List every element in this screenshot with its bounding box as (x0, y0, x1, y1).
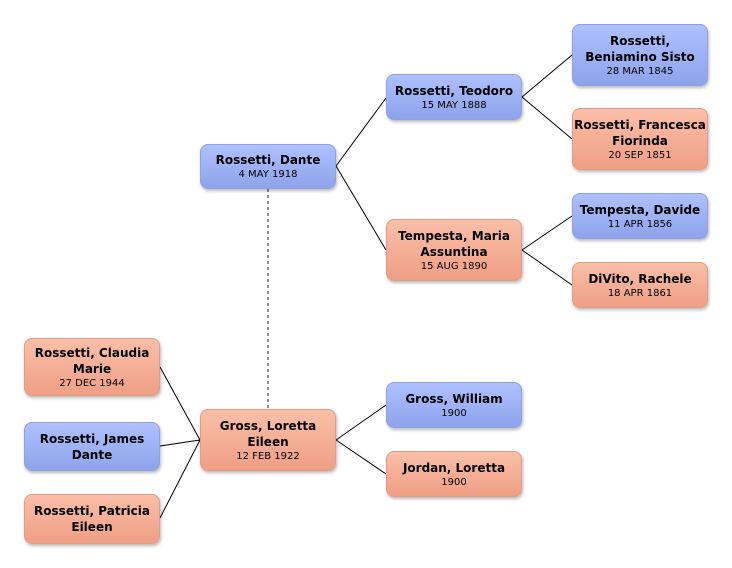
person-date: 1900 (441, 407, 467, 419)
person-name: Rossetti, James Dante (39, 431, 145, 462)
person-name: DiVito, Rachele (588, 271, 692, 286)
line-teodoro-beniamino (521, 54, 573, 98)
person-name: Tempesta, Davide (579, 202, 701, 217)
person-name: Gross, Loretta Eileen (219, 418, 317, 449)
person-william[interactable]: Gross, William 1900 (386, 382, 522, 428)
person-name: Rossetti, Teodoro (394, 83, 514, 98)
person-date: 4 MAY 1918 (238, 169, 298, 180)
person-francesca[interactable]: Rossetti, Francesca Fiorinda 20 SEP 1851 (572, 108, 708, 170)
person-date: 15 MAY 1888 (421, 99, 487, 111)
line-loretta-jordan (335, 439, 387, 475)
person-name: Rossetti, Patricia Eileen (34, 504, 150, 534)
person-rachele[interactable]: DiVito, Rachele 18 APR 1861 (572, 262, 708, 308)
person-loretta-jordan[interactable]: Jordan, Loretta 1900 (386, 451, 522, 497)
person-beniamino[interactable]: Rossetti, Beniamino Sisto 28 MAR 1845 (572, 24, 708, 86)
person-date: 27 DEC 1944 (59, 377, 125, 389)
person-name: Rossetti, Francesca Fiorinda (574, 117, 706, 148)
person-name: Rossetti, Dante (215, 153, 321, 167)
person-dante[interactable]: Rossetti, Dante 4 MAY 1918 (200, 144, 336, 189)
person-date: 12 FEB 1922 (236, 450, 300, 462)
person-date: 15 AUG 1890 (420, 260, 488, 272)
person-loretta-gross[interactable]: Gross, Loretta Eileen 12 FEB 1922 (200, 409, 336, 471)
person-patricia[interactable]: Rossetti, Patricia Eileen (24, 494, 160, 544)
line-james-loretta (159, 439, 201, 447)
line-patricia-loretta (159, 439, 201, 519)
line-maria-rachele (521, 249, 573, 286)
person-date: 28 MAR 1845 (606, 65, 674, 77)
person-james[interactable]: Rossetti, James Dante (24, 422, 160, 471)
person-name: Rossetti, Beniamino Sisto (585, 33, 695, 64)
person-name: Tempesta, Maria Assuntina (398, 228, 510, 259)
line-dante-maria (335, 165, 387, 251)
person-name: Jordan, Loretta (402, 460, 506, 475)
person-date: 11 APR 1856 (607, 218, 673, 230)
line-loretta-william (335, 404, 387, 441)
person-name: Rossetti, Claudia Marie (34, 345, 150, 376)
person-name: Gross, William (405, 391, 503, 406)
person-date: 18 APR 1861 (607, 287, 673, 299)
person-teodoro[interactable]: Rossetti, Teodoro 15 MAY 1888 (386, 74, 522, 120)
line-teodoro-francesca (521, 96, 573, 140)
person-maria[interactable]: Tempesta, Maria Assuntina 15 AUG 1890 (386, 219, 522, 281)
line-maria-davide (521, 215, 573, 251)
person-claudia[interactable]: Rossetti, Claudia Marie 27 DEC 1944 (24, 338, 160, 396)
person-davide[interactable]: Tempesta, Davide 11 APR 1856 (572, 193, 708, 239)
person-date: 1900 (441, 476, 467, 488)
line-claudia-loretta (159, 366, 201, 441)
line-dante-teodoro (335, 97, 387, 167)
person-date: 20 SEP 1851 (608, 149, 672, 161)
